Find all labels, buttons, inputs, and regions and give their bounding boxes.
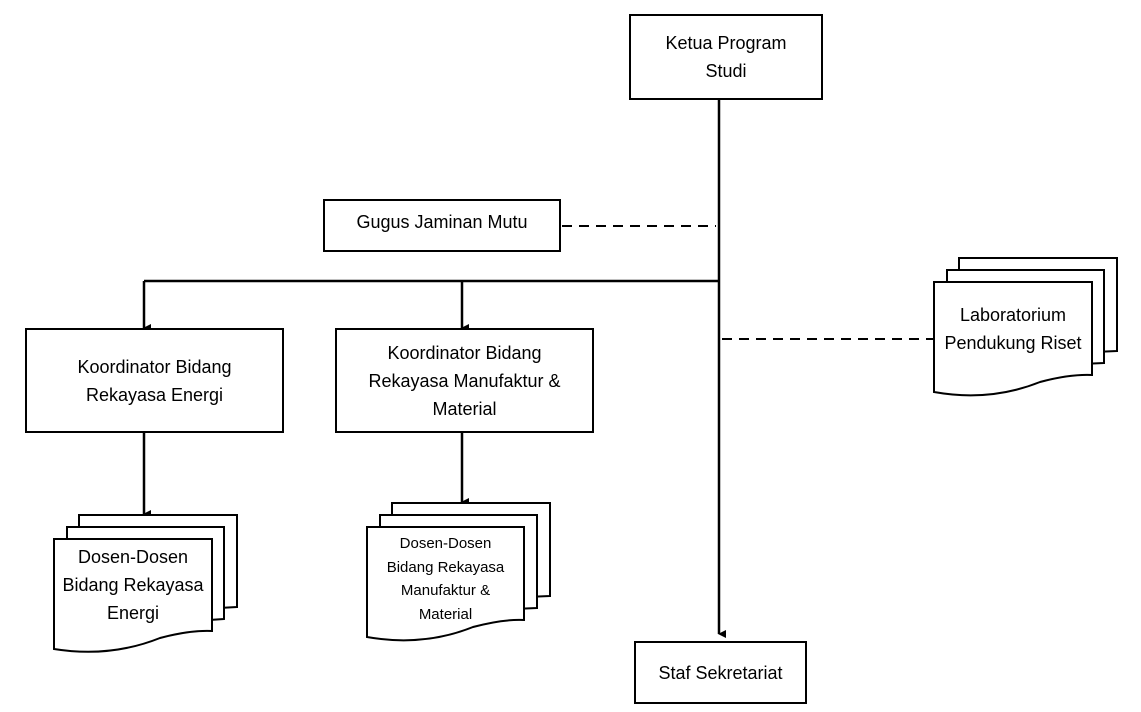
- head-of-program-label: Ketua Program Studi: [665, 33, 787, 81]
- coordinator-manufacture-label: Koordinator Bidang Rekayasa Manufaktur &…: [368, 342, 561, 419]
- laboratory-node: Laboratorium Pendukung Riset: [944, 287, 1082, 371]
- quality-assurance-label: Gugus Jaminan Mutu: [356, 212, 528, 232]
- coordinator-manufacture-box: Koordinator Bidang Rekayasa Manufaktur &…: [335, 328, 594, 433]
- lecturers-energy-node: Dosen-Dosen Bidang Rekayasa Energi: [60, 544, 206, 626]
- lecturers-manufacture-document-stack: [366, 502, 551, 642]
- laboratory-label: Laboratorium Pendukung Riset: [944, 305, 1082, 353]
- lecturers-manufacture-label: Dosen-Dosen Bidang Rekayasa Manufaktur &…: [386, 535, 505, 623]
- lecturers-manufacture-node: Dosen-Dosen Bidang Rekayasa Manufaktur &…: [375, 532, 516, 626]
- secretariat-box: Staf Sekretariat: [634, 641, 807, 704]
- laboratory-document-stack: [933, 257, 1118, 397]
- coordinator-energy-box: Koordinator Bidang Rekayasa Energi: [25, 328, 284, 433]
- quality-assurance-box: Gugus Jaminan Mutu: [323, 199, 561, 252]
- secretariat-label: Staf Sekretariat: [658, 662, 783, 683]
- lecturers-energy-label: Dosen-Dosen Bidang Rekayasa Energi: [62, 547, 204, 623]
- head-of-program-box: Ketua Program Studi: [629, 14, 823, 100]
- coordinator-energy-label: Koordinator Bidang Rekayasa Energi: [77, 356, 232, 405]
- lecturers-energy-document-stack: [53, 514, 238, 653]
